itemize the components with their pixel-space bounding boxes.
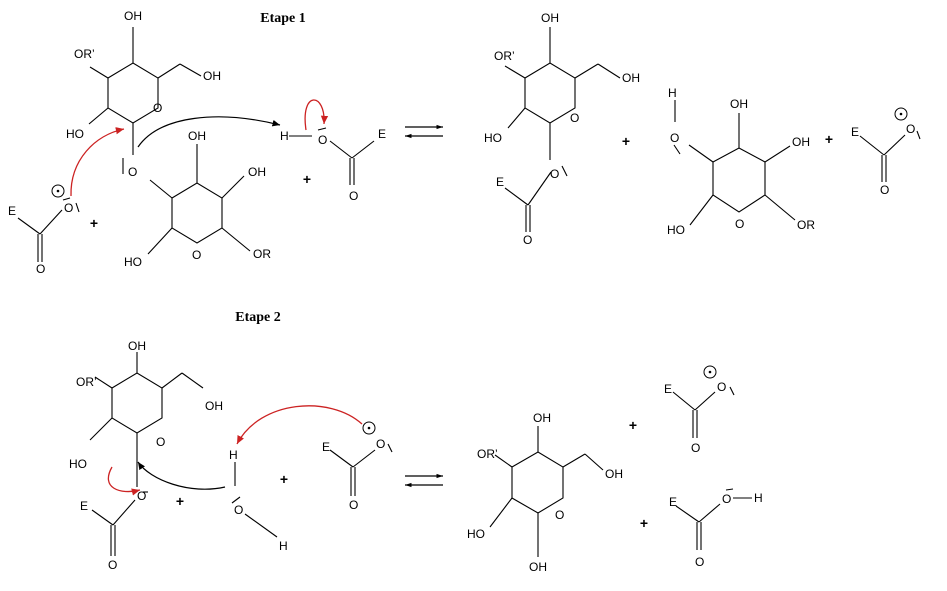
step2-ester-intermediate: OH OR’ OH HO O O E O (69, 339, 223, 572)
ho-label: HO (667, 223, 685, 237)
step1-glycosyl-donor: OH OR’ OH HO O O (66, 9, 221, 179)
or-prime-label: OR’ (76, 375, 97, 389)
oh-label: OH (533, 411, 551, 425)
oxygen-label: O (691, 441, 700, 455)
oxygen-label: O (349, 189, 358, 203)
electron-arrow (236, 405, 363, 445)
h-label: H (754, 491, 763, 505)
ho-label: HO (484, 131, 502, 145)
oxygen-label: O (906, 122, 915, 136)
step1-glycosyl-acceptor: OH OH HO O OR (124, 129, 271, 269)
oxygen-label: O (108, 558, 117, 572)
step1-carboxylic-acid: H O E O (280, 127, 386, 203)
equilibrium-arrow (405, 473, 443, 488)
e-label: E (8, 204, 16, 218)
e-label: E (322, 440, 330, 454)
oxygen-label: O (36, 262, 45, 276)
step2-water: H O H (229, 448, 288, 553)
oxygen-label: O (376, 437, 385, 451)
oxygen-label: O (318, 133, 327, 147)
or-label: OR (253, 247, 271, 261)
ho-label: HO (69, 457, 87, 471)
oxygen-label: O (722, 492, 731, 506)
or-prime-label: OR’ (494, 49, 515, 63)
equilibrium-arrow (405, 124, 443, 139)
h-label: H (668, 86, 677, 100)
oxygen-label: O (717, 380, 726, 394)
e-label: E (669, 495, 677, 509)
ring-oxygen-label: O (156, 435, 165, 449)
oh-label: OH (792, 135, 810, 149)
plus-sign: + (622, 133, 630, 149)
step2-carboxylate-anion: E O O (322, 421, 393, 512)
oh-label: OH (203, 69, 221, 83)
plus-sign: + (303, 171, 311, 187)
step1-product-carboxylate: E O O (851, 107, 921, 197)
oxygen-label: O (128, 165, 137, 179)
oxygen-label: O (137, 489, 146, 503)
oh-label: OH (188, 129, 206, 143)
electron-arrow (137, 461, 226, 490)
or-label: OR (797, 218, 815, 232)
oh-label: OH (529, 560, 547, 574)
e-label: E (851, 125, 859, 139)
step-2-title: Etape 2 (235, 310, 281, 325)
h-label: H (280, 129, 289, 143)
e-label: E (496, 175, 504, 189)
plus-sign: + (640, 515, 648, 531)
step1-product-protonated-sugar: H O OH OH HO O OR (667, 86, 815, 237)
plus-sign: + (825, 131, 833, 147)
oxygen-label: O (550, 167, 559, 181)
oxygen-label: O (695, 555, 704, 569)
ring-oxygen-label: O (735, 217, 744, 231)
ho-label: HO (124, 255, 142, 269)
electron-arrow (107, 466, 141, 496)
plus-sign: + (90, 215, 98, 231)
oh-label: OH (622, 71, 640, 85)
plus-sign: + (176, 493, 184, 509)
oxygen-label: O (670, 131, 679, 145)
electron-arrow (137, 116, 281, 148)
e-label: E (80, 499, 88, 513)
or-prime-label: OR’ (74, 47, 95, 61)
ho-label: HO (66, 127, 84, 141)
oh-label: OH (730, 97, 748, 111)
oh-label: OH (541, 11, 559, 25)
ring-oxygen-label: O (555, 508, 564, 522)
oxygen-label: O (523, 233, 532, 247)
oh-label: OH (205, 399, 223, 413)
h-label: H (229, 448, 238, 462)
step1-carboxylate-anion: E O O (8, 184, 80, 276)
ring-oxygen-label: O (153, 101, 162, 115)
step2-product-sugar: OH OR’ OH HO O OH (467, 411, 623, 574)
oxygen-label: O (880, 183, 889, 197)
ring-oxygen-label: O (570, 111, 579, 125)
ring-oxygen-label: O (192, 248, 201, 262)
step-1-title: Etape 1 (260, 11, 306, 26)
oh-label: OH (248, 165, 266, 179)
oxygen-label: O (64, 201, 73, 215)
or-prime-label: OR’ (477, 447, 498, 461)
step1-product-ester: OH OR’ OH HO O O E O (484, 11, 640, 247)
plus-sign: + (280, 471, 288, 487)
step2-product-carboxylic-acid: E O H O (669, 488, 763, 569)
electron-arrow (70, 127, 125, 197)
e-label: E (664, 382, 672, 396)
oxygen-label: O (349, 498, 358, 512)
oh-label: OH (605, 467, 623, 481)
electron-arrow (304, 99, 329, 131)
h-label: H (279, 539, 288, 553)
oh-label: OH (128, 339, 146, 353)
plus-sign: + (629, 417, 637, 433)
oxygen-label: O (234, 503, 243, 517)
ho-label: HO (467, 527, 485, 541)
oh-label: OH (124, 9, 142, 23)
e-label: E (378, 127, 386, 141)
step2-product-carboxylate: E O O (664, 365, 735, 455)
